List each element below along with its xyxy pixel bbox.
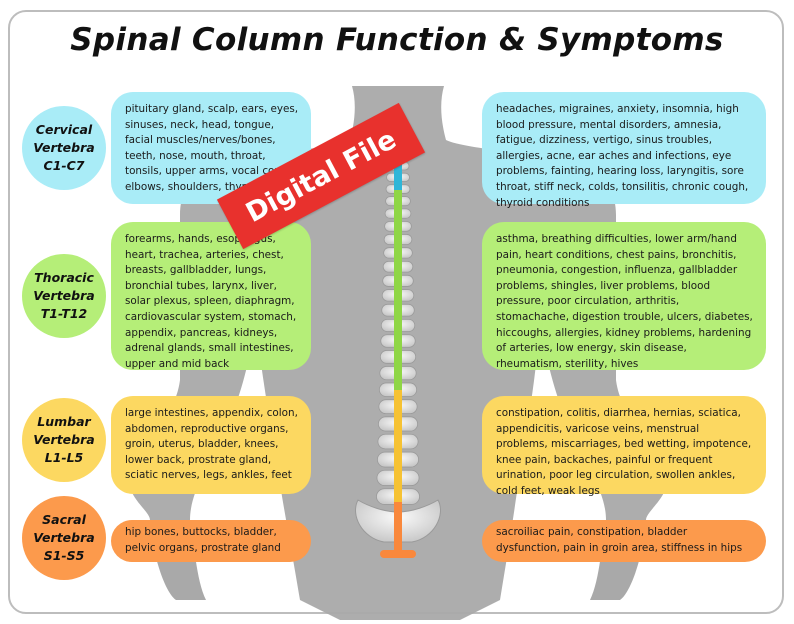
coccyx-bar [380,550,416,558]
cervical-label: Cervical Vertebra C1-C7 [22,106,106,190]
thoracic-label: Thoracic Vertebra T1-T12 [22,254,106,338]
sacral-functions: hip bones, buttocks, bladder, pelvic org… [111,520,311,562]
cord-thoracic [394,190,402,390]
cervical-symptoms: headaches, migraines, anxiety, insomnia,… [482,92,766,209]
cord-sacral [394,502,402,552]
sacral-label: Sacral Vertebra S1-S5 [22,496,106,580]
cord-lumbar [394,390,402,502]
lumbar-label: Lumbar Vertebra L1-L5 [22,398,106,482]
page-title: Spinal Column Function & Symptoms [70,22,724,58]
thoracic-symptoms: asthma, breathing difficulties, lower ar… [482,222,766,370]
lumbar-functions: large intestines, appendix, colon, abdom… [111,396,311,494]
cord-cervical [394,160,402,190]
sacral-symptoms: sacroiliac pain, constipation, bladder d… [482,520,766,562]
thoracic-functions: forearms, hands, esophagus, heart, trach… [111,222,311,370]
lumbar-symptoms: constipation, colitis, diarrhea, hernias… [482,396,766,497]
